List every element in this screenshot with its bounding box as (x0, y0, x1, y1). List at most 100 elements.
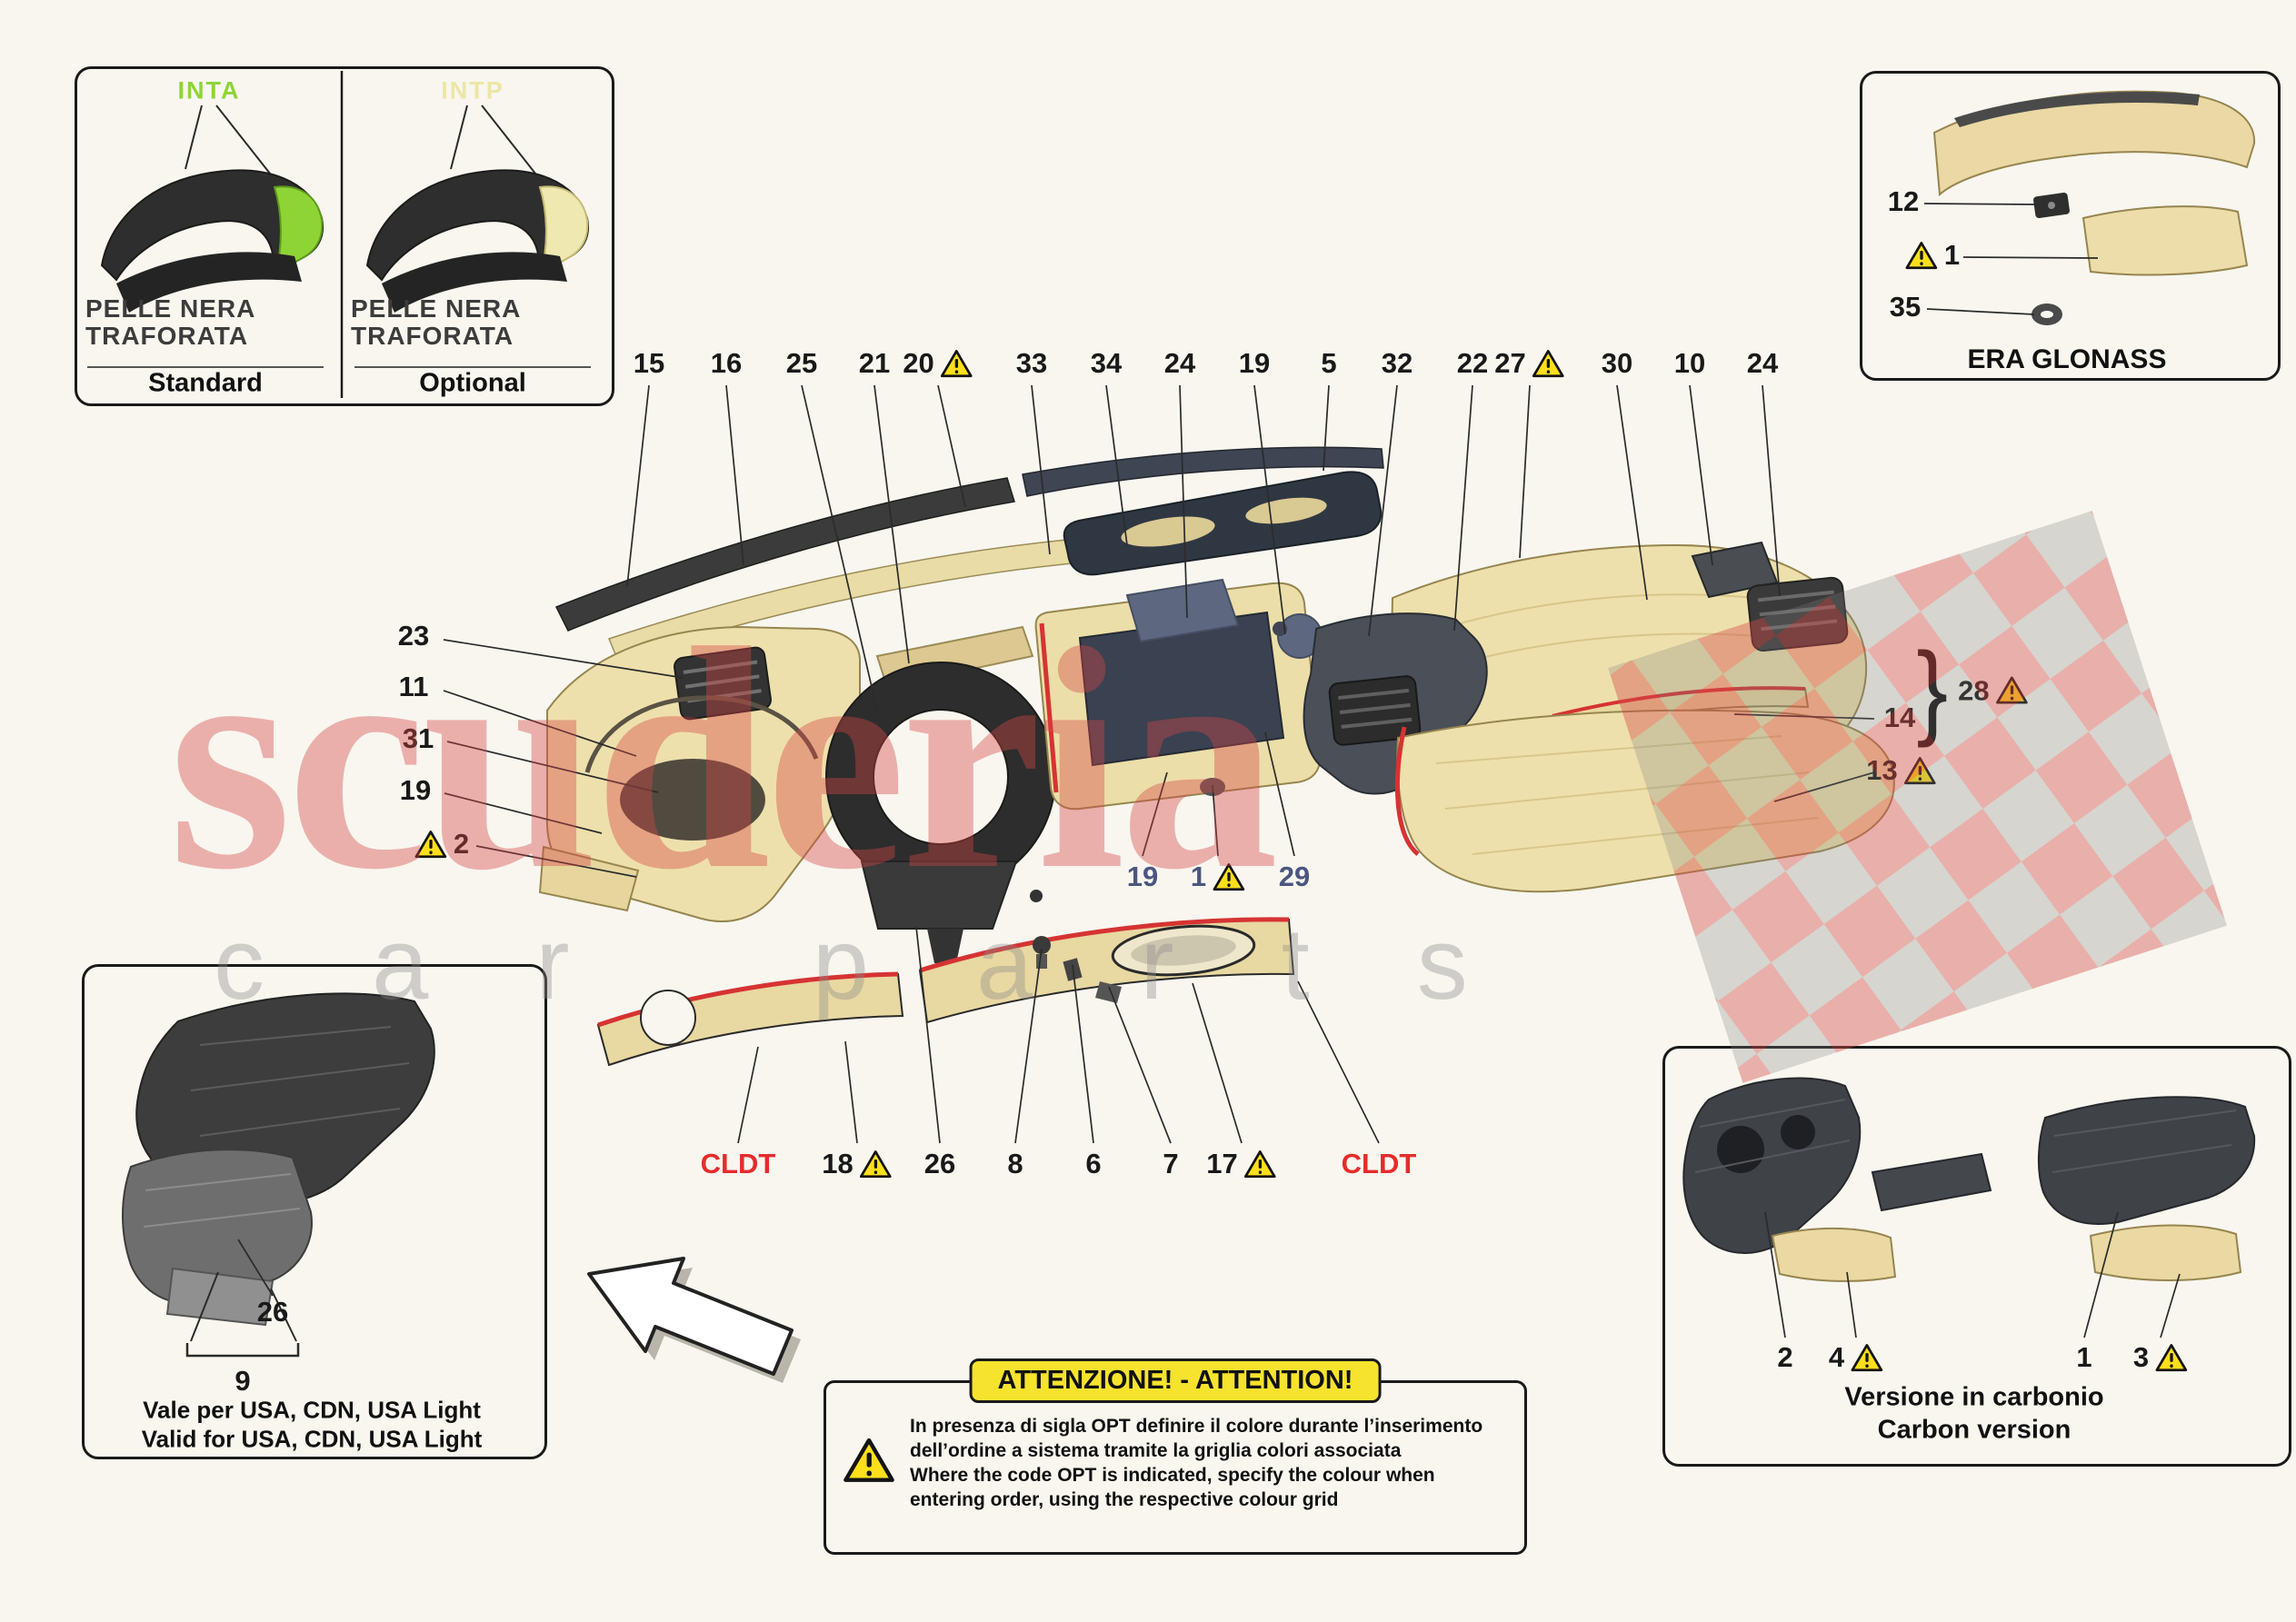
callout-number: 2 (453, 828, 470, 860)
callout-1: 1 (2076, 1341, 2091, 1374)
callout-5: 5 (1321, 347, 1336, 380)
leader-line-8 (1014, 948, 1043, 1144)
callout-number: 11 (398, 671, 429, 702)
standard-caption: Standard (148, 368, 263, 398)
warning-icon (1851, 1343, 1883, 1371)
callout-27: 27 (1494, 347, 1565, 380)
callout-cldt: CLDT (701, 1148, 776, 1180)
callout-10: 10 (1674, 347, 1705, 380)
callout-number: 24 (1746, 347, 1779, 379)
callout-number: 8 (1007, 1148, 1023, 1179)
callout-number: 19 (1126, 861, 1159, 892)
warning-icon (843, 1437, 895, 1489)
callout-26: 26 (257, 1296, 288, 1328)
usa-caption-line2: Valid for USA, CDN, USA Light (141, 1425, 483, 1453)
attention-line-1: In presenza di sigla OPT definire il col… (910, 1416, 1483, 1437)
callout-number: 7 (1163, 1148, 1179, 1179)
callout-number: 16 (710, 347, 743, 379)
callout-number: 26 (256, 1296, 289, 1328)
material-text-left-2: TRAFORATA (85, 322, 249, 350)
callout-20: 20 (903, 347, 973, 380)
leader-line-1 (1212, 784, 1219, 857)
callout-number: 25 (785, 347, 818, 379)
callout-19: 19 (1127, 861, 1158, 893)
callout-number: 1 (1190, 861, 1207, 892)
warning-icon (414, 830, 447, 858)
callout-number: 22 (1456, 347, 1489, 379)
leader-line-32 (1368, 384, 1398, 637)
callout-26: 26 (924, 1148, 955, 1180)
callout-number: 1 (2076, 1341, 2092, 1373)
warning-icon (1244, 1149, 1277, 1178)
attention-line-3: Where the code OPT is indicated, specify… (910, 1465, 1435, 1486)
callout-number: 12 (1887, 185, 1920, 217)
callout-number: CLDT (1341, 1148, 1417, 1179)
callout-number: 18 (822, 1148, 854, 1179)
leader-line-26 (915, 926, 941, 1144)
callout-19: 19 (400, 774, 431, 807)
callout-17: 17 (1206, 1148, 1277, 1180)
era-glonass-panel (1860, 71, 2281, 381)
callout-1: 1 (1905, 239, 1960, 272)
callout-14: 14 (1884, 702, 1915, 734)
callout-16: 16 (711, 347, 742, 380)
attention-line-4: entering order, using the respective col… (910, 1489, 1339, 1510)
leader-line-27 (1519, 384, 1531, 559)
leader-line-7 (1108, 986, 1172, 1144)
callout-35: 35 (1890, 291, 1921, 323)
carbon-caption-line2: Carbon version (1877, 1415, 2071, 1445)
leader-line-2 (475, 845, 637, 878)
callout-22: 22 (1457, 347, 1488, 380)
leader-line-cldt (1297, 980, 1380, 1144)
callout-number: 13 (1866, 754, 1898, 786)
leader-line-29 (1264, 731, 1295, 857)
leader-line-15 (626, 384, 650, 587)
usa-cdn-panel (82, 964, 547, 1459)
leader-line-18 (844, 1040, 858, 1144)
warning-icon (860, 1149, 893, 1178)
leader-line-22 (1453, 384, 1473, 632)
attention-line-2: dell’ordine a sistema tramite la griglia… (910, 1440, 1402, 1461)
leader-line-17 (1192, 982, 1243, 1144)
callout-number: 3 (2132, 1341, 2150, 1373)
callout-19: 19 (1239, 347, 1270, 380)
usa-caption-line1: Vale per USA, CDN, USA Light (143, 1396, 481, 1424)
warning-icon (1213, 862, 1245, 891)
callout-6: 6 (1085, 1148, 1101, 1180)
callout-number: 28 (1958, 674, 1990, 706)
warning-icon (1905, 241, 1938, 269)
callout-12: 12 (1888, 185, 1919, 218)
callout-9: 9 (235, 1365, 250, 1398)
callout-29: 29 (1279, 861, 1310, 893)
callout-7: 7 (1163, 1148, 1178, 1180)
leader-line-20 (937, 384, 966, 508)
callout-cldt: CLDT (1342, 1148, 1417, 1180)
leader-line-5 (1323, 384, 1330, 472)
leader-line-6 (1072, 964, 1094, 1144)
callout-3: 3 (2133, 1341, 2188, 1374)
callout-number: 4 (1828, 1341, 1845, 1373)
callout-number: 2 (1777, 1341, 1793, 1373)
callout-number: 20 (903, 347, 934, 379)
leader-line-33 (1031, 384, 1051, 555)
callout-15: 15 (634, 347, 664, 380)
leader-line-23 (443, 639, 684, 679)
leader-line-24 (1179, 384, 1188, 619)
leader-line-11 (443, 690, 637, 757)
callout-1: 1 (1191, 861, 1245, 893)
standard-optional-panel (75, 66, 614, 406)
leader-line-10 (1689, 384, 1713, 566)
callout-number: 24 (1163, 347, 1196, 379)
warning-icon (941, 349, 973, 377)
callout-number: 34 (1090, 347, 1123, 379)
attention-note: ATTENZIONE! - ATTENTION! In presenza di … (824, 1358, 1527, 1555)
callout-24: 24 (1164, 347, 1195, 380)
callout-28: }28 (1916, 637, 2028, 743)
callout-2: 2 (1777, 1341, 1792, 1374)
callout-2: 2 (414, 828, 469, 861)
brace-glyph: } (1916, 631, 1949, 750)
intp-label: INTP (441, 76, 504, 104)
callout-18: 18 (822, 1148, 893, 1180)
callout-number: 5 (1321, 347, 1337, 379)
